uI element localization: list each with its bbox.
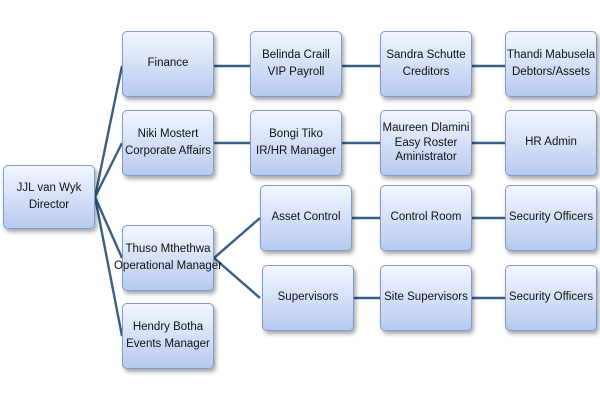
node-security-officers-1-label: Security Officers	[508, 211, 594, 224]
node-director-title: Director	[28, 199, 70, 211]
node-vip-payroll-title: VIP Payroll	[267, 66, 325, 78]
node-ir-hr-manager: Bongi Tiko IR/HR Manager	[250, 110, 342, 176]
node-supervisors-label: Supervisors	[277, 291, 339, 304]
node-security-officers-2-label: Security Officers	[508, 291, 594, 304]
node-control-room-label: Control Room	[390, 211, 462, 224]
node-debtors-assets: Thandi Mabusela Debtors/Assets	[505, 31, 597, 97]
node-operational-manager-title: Operational Manager	[113, 260, 223, 272]
connector-director-corporate-affairs	[93, 142, 124, 198]
node-asset-control: Asset Control	[260, 185, 352, 251]
node-site-supervisors: Site Supervisors	[380, 265, 472, 331]
node-security-officers-1: Security Officers	[505, 185, 597, 251]
node-creditors: Sandra Schutte Creditors	[380, 31, 472, 97]
node-events-manager-title: Events Manager	[126, 338, 210, 350]
connector-director-events-manager	[93, 196, 124, 337]
node-ir-hr-manager-name: Bongi Tiko	[269, 127, 323, 140]
node-finance: Finance	[122, 31, 214, 97]
node-roster-administrator: Maureen Dlamini Easy Roster Aministrator	[380, 110, 472, 176]
node-hr-admin-label: HR Admin	[525, 136, 577, 149]
node-corporate-affairs-name: Niki Mostert	[137, 127, 199, 140]
node-hr-admin: HR Admin	[505, 110, 597, 176]
connector-operational-manager-supervisors	[213, 257, 261, 299]
node-security-officers-2: Security Officers	[505, 265, 597, 331]
node-control-room: Control Room	[380, 185, 472, 251]
node-events-manager: Hendry Botha Events Manager	[122, 303, 214, 369]
node-corporate-affairs-title: Corporate Affairs	[124, 145, 212, 157]
node-roster-administrator-name: Maureen Dlamini	[382, 122, 470, 135]
node-debtors-assets-title: Debtors/Assets	[512, 66, 590, 78]
node-supervisors: Supervisors	[262, 265, 354, 331]
node-finance-label: Finance	[147, 57, 189, 70]
node-ir-hr-manager-title: IR/HR Manager	[256, 145, 336, 157]
node-director-name: JJL van Wyk	[16, 181, 82, 194]
node-creditors-title: Creditors	[402, 66, 450, 78]
node-creditors-name: Sandra Schutte	[386, 48, 466, 61]
node-vip-payroll-name: Belinda Craill	[262, 48, 330, 61]
node-corporate-affairs: Niki Mostert Corporate Affairs	[122, 110, 214, 176]
node-vip-payroll: Belinda Craill VIP Payroll	[250, 31, 342, 97]
node-operational-manager: Thuso Mthethwa Operational Manager	[114, 225, 222, 291]
node-events-manager-name: Hendry Botha	[132, 320, 204, 333]
connector-operational-manager-asset-control	[213, 217, 261, 259]
node-roster-administrator-title-line2: Aministrator	[395, 151, 457, 164]
connector-director-finance	[93, 65, 124, 198]
node-roster-administrator-title-line1: Easy Roster	[394, 136, 458, 149]
node-site-supervisors-label: Site Supervisors	[384, 291, 468, 304]
node-debtors-assets-name: Thandi Mabusela	[506, 48, 596, 61]
node-operational-manager-name: Thuso Mthethwa	[125, 242, 211, 255]
node-director: JJL van Wyk Director	[3, 165, 95, 229]
node-asset-control-label: Asset Control	[271, 211, 341, 224]
connector-director-operational-manager	[93, 196, 124, 259]
